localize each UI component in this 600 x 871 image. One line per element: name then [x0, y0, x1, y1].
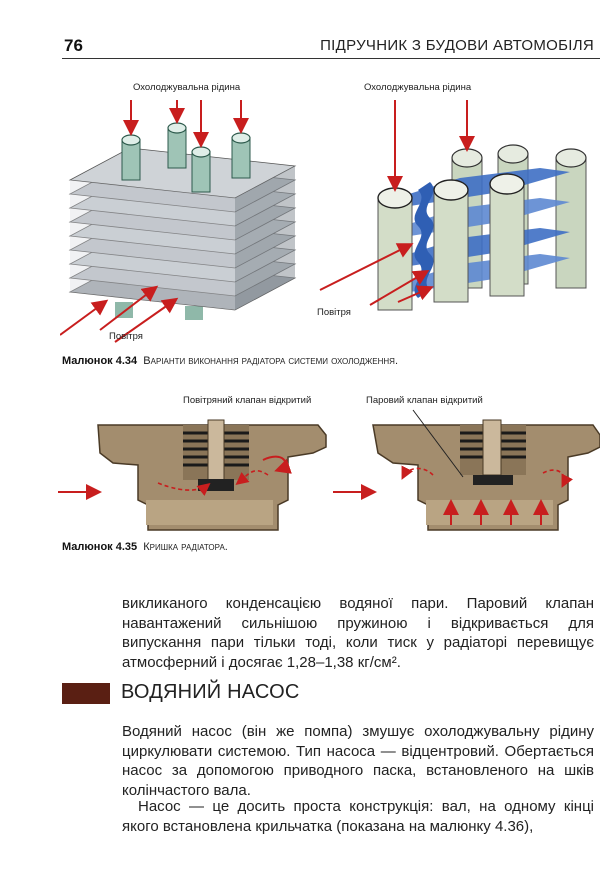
radiator-cap-left-illustration [58, 419, 327, 531]
body-paragraph-1: викликаного конденсацією водяної пари. П… [122, 595, 594, 671]
coolant-tubes [121, 122, 251, 193]
air-label-left: Повітря [109, 331, 143, 342]
caption-number-435: Малюнок 4.35 [62, 541, 138, 553]
header-rule [62, 58, 600, 59]
steam-valve-label: Паровий клапан відкритий [366, 395, 483, 406]
section-heading: ВОДЯНИЙ НАСОС [121, 681, 300, 703]
coolant-label-right: Охолоджувальна рідина [364, 82, 472, 93]
caption-text-435: Кришка радіатора. [143, 541, 228, 553]
running-title: ПІДРУЧНИК З БУДОВИ АВТОМОБІЛЯ [320, 37, 594, 54]
section-heading-marker [62, 683, 110, 704]
cooling-plates [68, 147, 297, 311]
coolant-arrows-right [387, 100, 475, 192]
air-arrows [60, 285, 179, 343]
page-number: 76 [64, 36, 83, 55]
coolant-label-left: Охолоджувальна рідина [133, 82, 241, 93]
body-paragraph-2: Водяний насос (він же помпа) змушує охол… [122, 723, 594, 799]
radiator-cap-right-illustration [333, 409, 600, 531]
tube-fin-radiator-illustration [319, 100, 587, 311]
page-header: 76 ПІДРУЧНИК З БУДОВИ АВТОМОБІЛЯ [62, 36, 600, 60]
air-valve-label: Повітряний клапан відкритий [183, 395, 312, 406]
caption-number: Малюнок 4.34 [62, 355, 138, 367]
air-label-right: Повітря [317, 307, 351, 318]
plate-radiator-illustration [60, 100, 297, 343]
figure-434-caption: Малюнок 4.34 Варіанти виконання радіатор… [62, 355, 398, 367]
caption-text: Варіанти виконання радіатора системи охо… [143, 355, 399, 367]
figure-435-caption: Малюнок 4.35 Кришка радіатора. [62, 541, 228, 553]
air-arrows-right [319, 243, 434, 306]
coolant-arrows [123, 100, 249, 148]
front-tubes [377, 173, 525, 311]
body-paragraph-3: Насос — це досить проста конструкція: ва… [122, 798, 594, 835]
